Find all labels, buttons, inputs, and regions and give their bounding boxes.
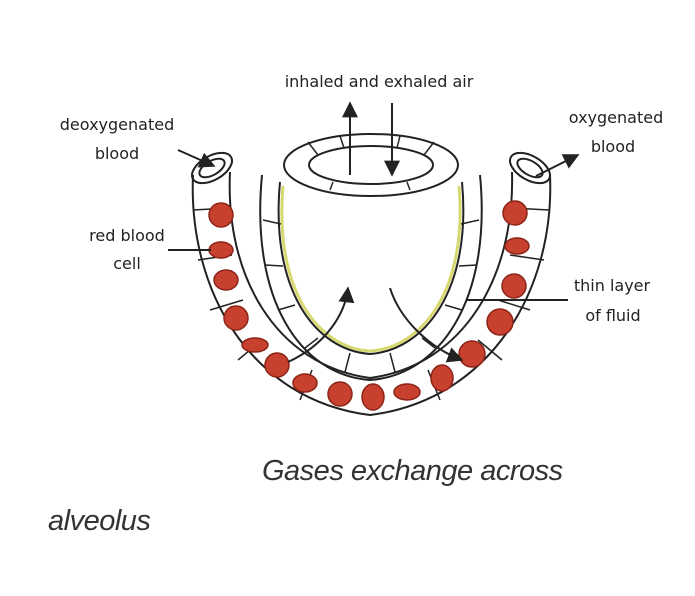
fluid-label-line1: thin layer [574,276,651,295]
red-blood-cell [458,340,486,368]
red-blood-cells [208,200,530,411]
co2-out-arrow [389,287,464,363]
red-blood-cell [502,200,528,226]
red-blood-cell [361,383,385,411]
deoxy-pointer-arrow [177,149,216,168]
caption-line2: alveolus [48,505,151,537]
alveolus-wall [259,133,483,382]
red-blood-cell [486,308,514,336]
red-blood-cell [208,241,234,259]
air-label: inhaled and exhaled air [285,72,474,91]
caption-line1: Gases exchange across [262,455,563,487]
red-blood-cell [223,305,249,331]
oxygenated-label-line1: oxygenated [569,108,663,127]
deoxygenated-label-line1: deoxygenated [60,115,174,134]
fluid-layer [280,185,462,353]
fluid-label-line2: of fluid [585,306,640,325]
red-blood-cell [213,269,239,291]
oxygenated-label-line2: blood [591,137,635,156]
red-blood-cell [501,273,527,299]
red-blood-cell-label-line2: cell [113,254,141,273]
deoxygenated-label-line2: blood [95,144,139,163]
oxygen-in-arrow [287,286,355,363]
red-blood-cell [504,237,530,255]
red-blood-cell [241,337,269,353]
red-blood-cell [327,381,353,407]
red-blood-cell-label-line1: red blood [89,226,165,245]
red-blood-cell [430,364,454,392]
wall-segments [192,135,550,401]
red-blood-cell [292,373,318,393]
capillary-vessel [191,151,552,417]
red-blood-cell [264,352,290,378]
red-blood-cell [208,202,234,228]
arrows [168,101,580,363]
oxy-pointer-arrow [535,154,580,177]
red-blood-cell [393,383,421,401]
